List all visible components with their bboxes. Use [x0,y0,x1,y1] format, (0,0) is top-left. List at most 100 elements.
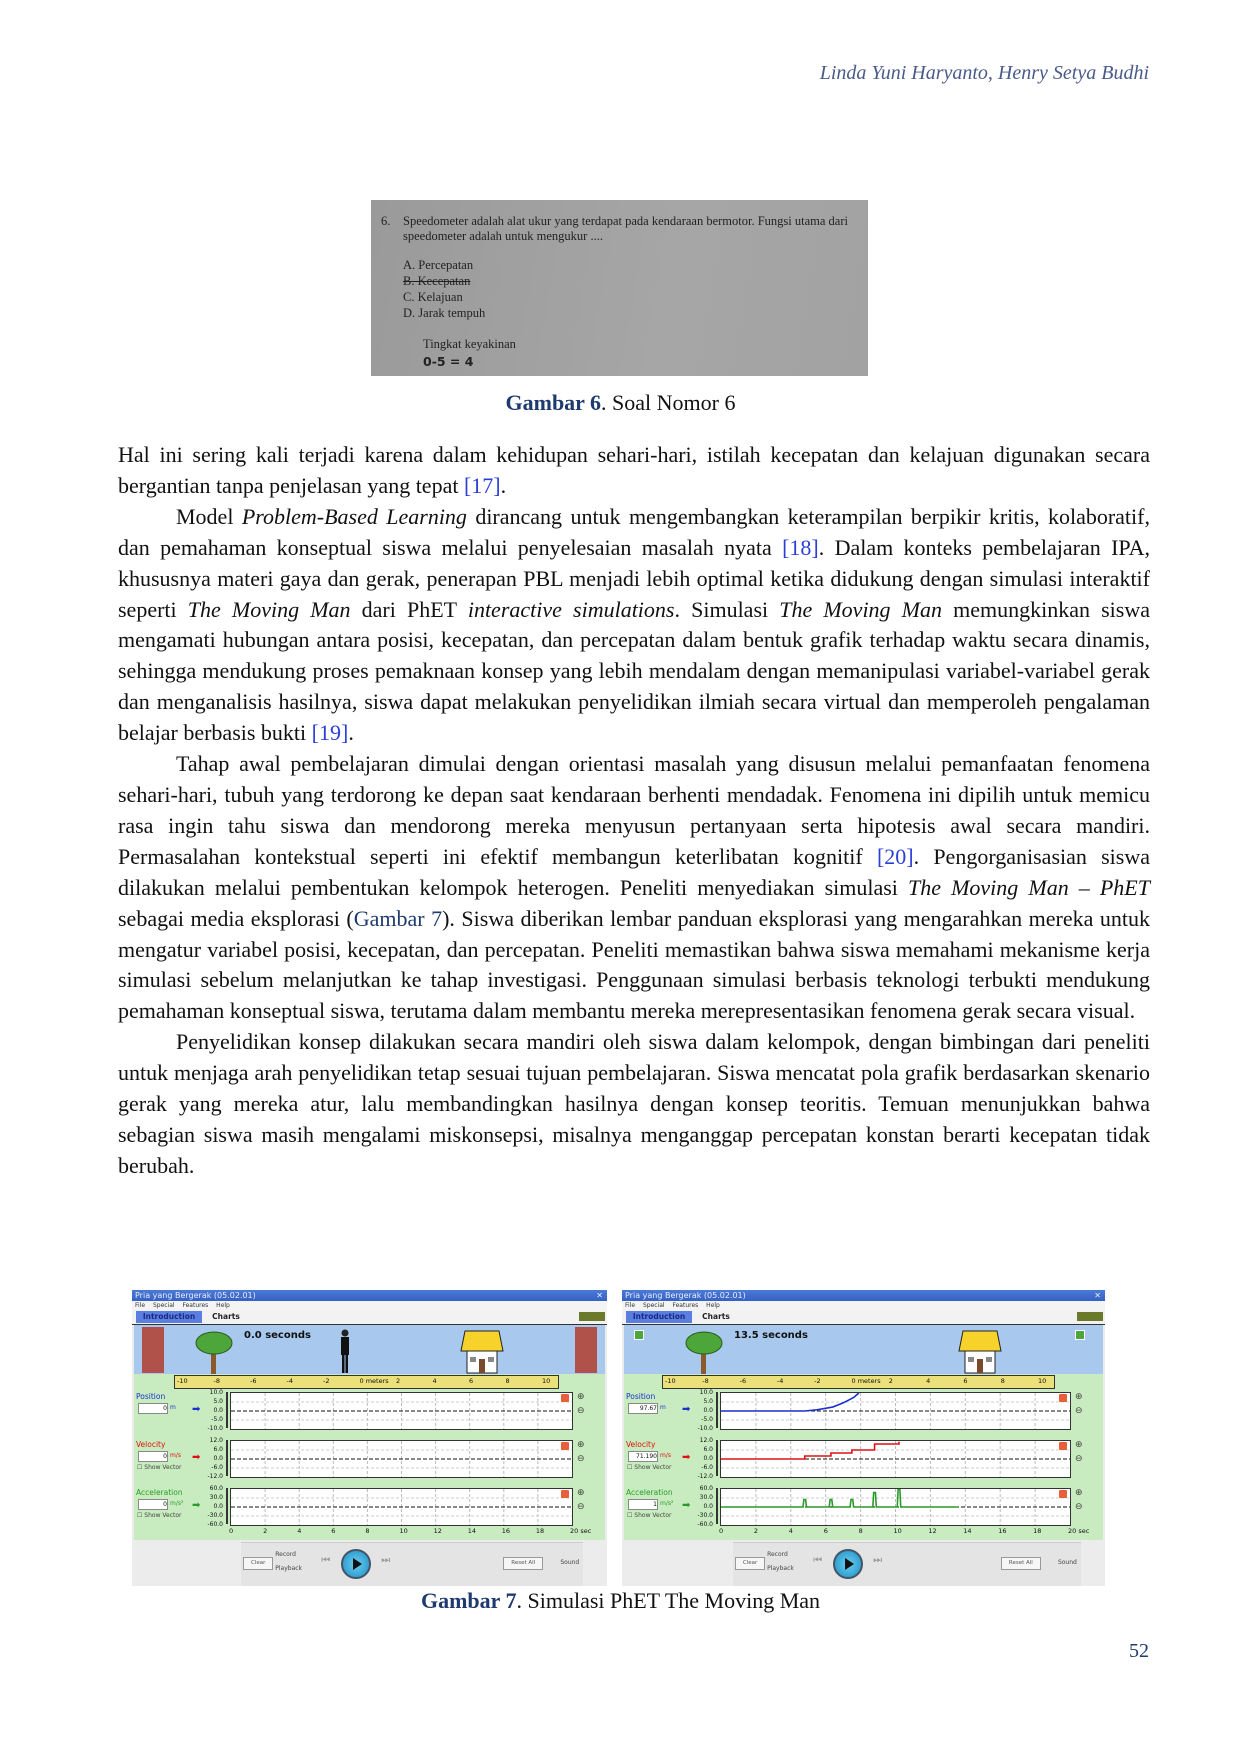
sound-checkbox[interactable]: Sound [1057,1559,1077,1566]
slider-track[interactable] [226,1440,228,1476]
value-arrow-icon[interactable]: ➡ [192,1452,201,1463]
time-tick-label: 10 [893,1527,902,1535]
text-run: Hal ini sering kali terjadi karena dalam… [118,442,1150,498]
citation-link[interactable]: [19] [311,720,349,746]
play-button[interactable] [833,1549,864,1579]
y-tick-label: 30.0 [209,1493,223,1501]
moving-man-figure[interactable] [338,1329,352,1374]
time-tick-label: 16 [998,1527,1007,1535]
zoom-in-icon[interactable]: ⊕ [577,1440,585,1450]
step-button[interactable]: ⏭ [381,1555,391,1566]
zoom-in-icon[interactable]: ⊕ [1075,1488,1083,1498]
tab-introduction[interactable]: Introduction [136,1311,202,1323]
zoom-out-icon[interactable]: ⊖ [1075,1406,1083,1416]
time-tick-label: 0 [719,1527,724,1535]
zoom-out-icon[interactable]: ⊖ [577,1454,585,1464]
show-vector-label: Show Vector [144,1512,182,1519]
text-run: Penyelidikan konsep dilakukan secara man… [118,1029,1150,1178]
zoom-out-icon[interactable]: ⊖ [577,1502,585,1512]
acceleration-value-input[interactable]: 1 [628,1499,658,1510]
add-wall-icon[interactable] [634,1330,644,1340]
slider-track[interactable] [716,1488,718,1524]
zoom-out-icon[interactable]: ⊖ [1075,1454,1083,1464]
zoom-out-icon[interactable]: ⊖ [1075,1502,1083,1512]
zoom-in-icon[interactable]: ⊕ [577,1392,585,1402]
caption-label: Gambar 7 [420,1588,517,1613]
position-plot [721,1392,1070,1429]
text-run: . [348,720,354,746]
add-wall-icon[interactable] [1075,1330,1085,1340]
slider-track[interactable] [226,1488,228,1524]
show-vector-checkbox[interactable]: ☐ Show Vector [137,1464,182,1471]
zoom-in-icon[interactable]: ⊕ [1075,1392,1083,1402]
playback-radio[interactable]: Playback [275,1565,303,1572]
record-radio[interactable]: Record [767,1551,788,1558]
minimize-graph-button[interactable] [1059,1394,1067,1402]
show-vector-checkbox[interactable]: ☐ Show Vector [137,1512,182,1519]
rewind-button[interactable]: ⏮ [321,1555,331,1566]
clear-button[interactable]: Clear [243,1557,274,1570]
citation-link[interactable]: [17] [463,472,501,498]
position-series-line [721,1392,860,1412]
slider-track[interactable] [716,1440,718,1476]
figure-reference-link[interactable]: Gambar 7 [353,905,443,931]
show-vector-label: Show Vector [634,1512,672,1519]
clear-button[interactable]: Clear [735,1557,766,1570]
reset-all-button[interactable]: Reset All [1000,1557,1041,1570]
rewind-button[interactable]: ⏮ [813,1555,823,1566]
position-value-input[interactable]: 97.67 [628,1403,658,1414]
menu-bar[interactable]: File Special Features Help [622,1301,1105,1310]
minimize-graph-button[interactable] [561,1490,569,1498]
y-tick-label: 0.0 [213,1502,223,1510]
citation-link[interactable]: [18] [782,534,819,560]
minimize-graph-button[interactable] [561,1394,569,1402]
position-value-input[interactable]: 0 [138,1403,168,1414]
velocity-plot [721,1441,1070,1477]
text-run: dari PhET [350,596,468,622]
y-tick-label: 6.0 [213,1445,223,1453]
time-tick-label: 12 [928,1527,937,1535]
value-arrow-icon[interactable]: ➡ [682,1500,691,1511]
value-arrow-icon[interactable]: ➡ [682,1404,691,1415]
show-vector-checkbox[interactable]: ☐ Show Vector [627,1464,672,1471]
confidence-handwritten: 0-5 = 4 [423,354,474,369]
record-radio[interactable]: Record [275,1551,296,1558]
play-button[interactable] [341,1549,372,1579]
question-text: Speedometer adalah alat ukur yang terdap… [403,214,848,243]
menu-bar[interactable]: File Special Features Help [132,1301,607,1310]
close-icon[interactable]: ✕ [1094,1291,1101,1300]
value-arrow-icon[interactable]: ➡ [192,1404,201,1415]
value-arrow-icon[interactable]: ➡ [682,1452,691,1463]
position-label: Position [626,1392,656,1401]
velocity-value-input[interactable]: 0 [138,1451,168,1462]
minimize-graph-button[interactable] [561,1442,569,1450]
y-tick-label: 12.0 [209,1436,223,1444]
reset-all-button[interactable]: Reset All [503,1557,544,1570]
value-arrow-icon[interactable]: ➡ [192,1500,201,1511]
y-tick-label: -12.0 [207,1472,223,1480]
tab-introduction[interactable]: Introduction [626,1311,692,1323]
slider-track[interactable] [716,1392,718,1428]
italic-term: The Moving Man [779,596,943,622]
right-wall[interactable] [575,1327,597,1373]
text-run: . Dalam konteks pembelajaran IPA, khusus… [118,534,1151,622]
show-vector-checkbox[interactable]: ☐ Show Vector [627,1512,672,1519]
sound-checkbox[interactable]: Sound [560,1559,580,1566]
acceleration-value-input[interactable]: 0 [138,1499,168,1510]
step-button[interactable]: ⏭ [873,1555,883,1566]
zoom-in-icon[interactable]: ⊕ [577,1488,585,1498]
close-icon[interactable]: ✕ [596,1291,603,1300]
citation-link[interactable]: [20] [876,843,914,869]
tab-charts[interactable]: Charts [694,1311,738,1323]
zoom-out-icon[interactable]: ⊖ [577,1406,585,1416]
time-tick-label: 8 [365,1527,370,1535]
velocity-value-input[interactable]: 71.190 [628,1451,658,1462]
moving-man-simulation: Pria yang Bergerak (05.02.01)✕File Speci… [622,1290,1105,1586]
playback-radio[interactable]: Playback [767,1565,794,1572]
slider-track[interactable] [226,1392,228,1428]
tab-charts[interactable]: Charts [204,1311,248,1323]
minimize-graph-button[interactable] [1059,1442,1067,1450]
zoom-in-icon[interactable]: ⊕ [1075,1440,1083,1450]
left-wall[interactable] [142,1327,164,1373]
minimize-graph-button[interactable] [1059,1490,1067,1498]
